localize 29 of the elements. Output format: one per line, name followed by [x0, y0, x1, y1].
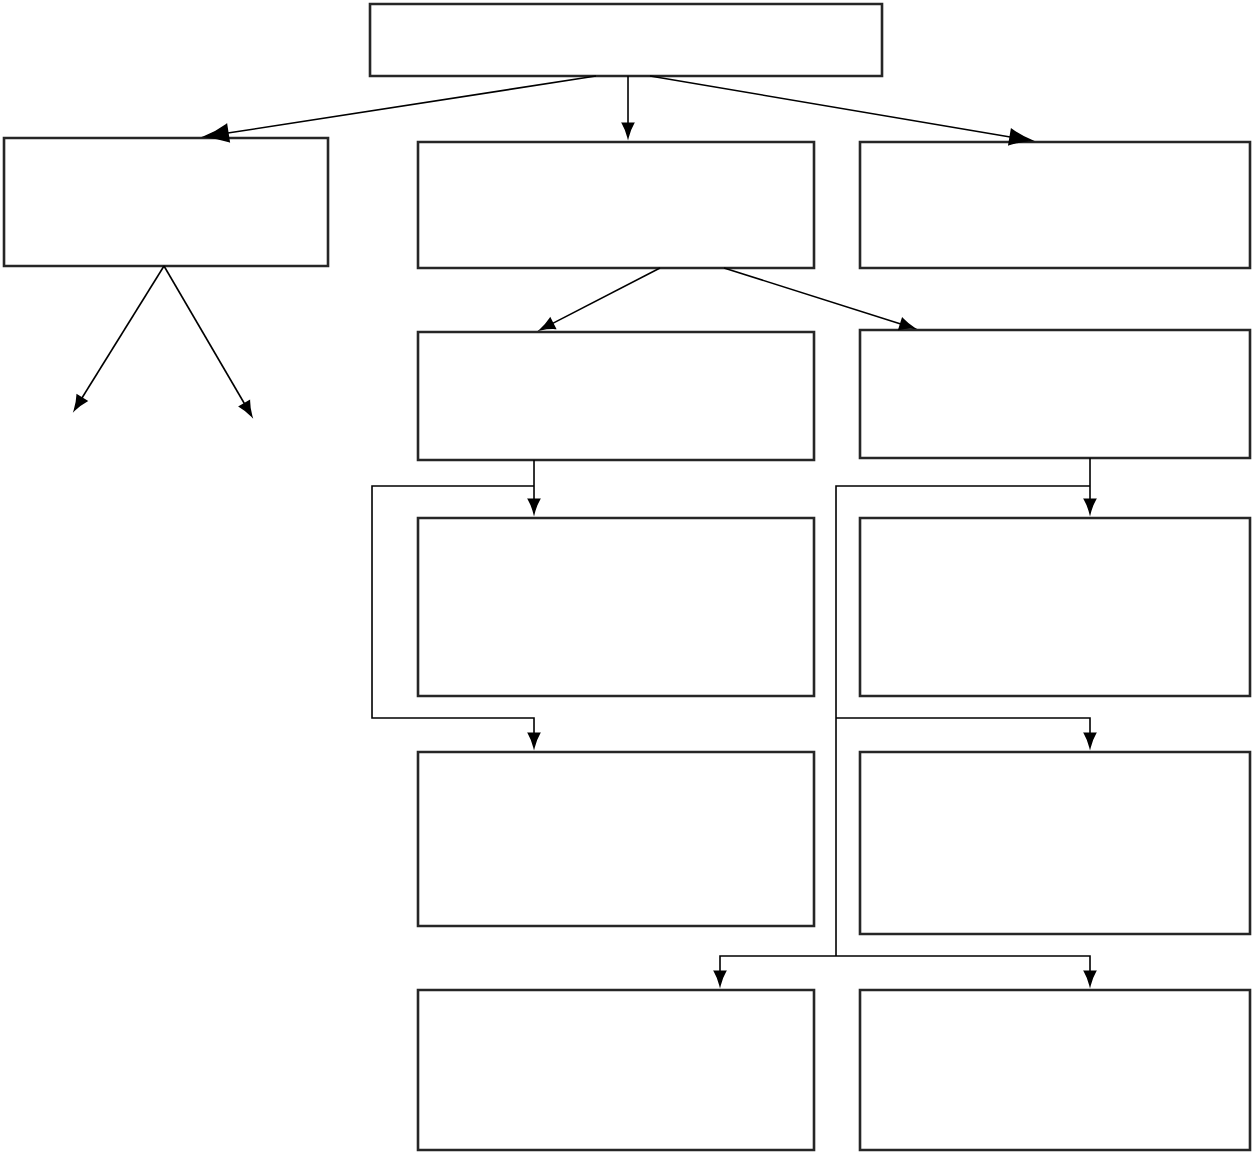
box	[416, 988, 816, 1152]
arrow	[73, 265, 165, 411]
connector-line	[533, 459, 535, 487]
connector-line	[835, 485, 1091, 719]
box	[416, 330, 816, 462]
arrow	[163, 265, 253, 417]
box	[2, 136, 330, 268]
arrow	[539, 267, 661, 331]
arrow	[527, 485, 541, 514]
connector-line	[1089, 457, 1091, 487]
arrow	[713, 955, 837, 986]
arrow	[203, 75, 597, 143]
arrow	[835, 717, 1097, 748]
box	[368, 2, 884, 78]
arrow	[835, 955, 1097, 986]
box	[416, 516, 816, 698]
arrow	[649, 75, 1033, 146]
box	[858, 750, 1252, 936]
box	[416, 140, 816, 270]
box	[416, 750, 816, 928]
arrow	[1083, 485, 1097, 514]
box	[858, 140, 1252, 270]
connector-line	[835, 717, 837, 957]
arrow	[621, 75, 635, 138]
box	[858, 328, 1252, 460]
arrow	[371, 485, 541, 748]
box	[858, 988, 1252, 1152]
arrow	[723, 267, 915, 331]
box	[858, 516, 1252, 698]
